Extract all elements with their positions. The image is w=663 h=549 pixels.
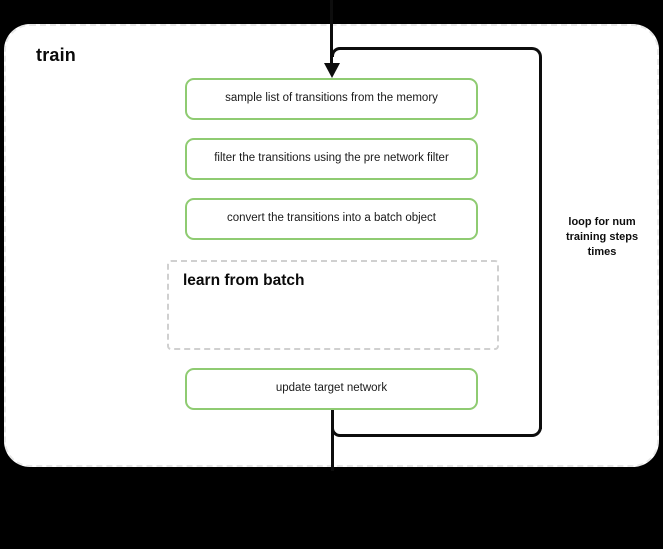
loop-bottom-right-corner (530, 425, 542, 437)
loop-caption-line-3: times (587, 245, 617, 258)
loop-top-right-corner (530, 47, 542, 59)
step-box-convert[interactable]: convert the transitions into a batch obj… (185, 198, 478, 240)
loop-caption-line-2: training steps (565, 230, 639, 243)
loop-caption: loop for num training steps times (546, 215, 658, 260)
step-box-sample[interactable]: sample list of transitions from the memo… (185, 78, 478, 120)
step-box-update-target-network[interactable]: update target network (185, 368, 478, 410)
page-title: train (36, 45, 77, 65)
loop-right-segment (539, 57, 542, 429)
step-label: update target network (275, 382, 388, 395)
arrow-down-icon (324, 63, 340, 78)
step-label: convert the transitions into a batch obj… (226, 212, 437, 225)
loop-top-segment (340, 47, 532, 50)
step-box-filter[interactable]: filter the transitions using the pre net… (185, 138, 478, 180)
outbound-connector-line (331, 409, 334, 471)
step-label: sample list of transitions from the memo… (225, 92, 438, 105)
loop-caption-line-1: loop for num (568, 216, 636, 228)
loop-top-left-corner (331, 47, 341, 57)
subblock-title: learn from batch (183, 270, 313, 292)
subblock-title-line-1: learn from (183, 272, 259, 289)
step-label: filter the transitions using the pre net… (214, 152, 449, 165)
subblock-learn-from-batch[interactable]: learn from batch (167, 260, 499, 350)
subblock-title-line-2: batch (263, 272, 305, 289)
loop-bottom-segment (340, 434, 532, 437)
inbound-connector-line (330, 0, 333, 66)
